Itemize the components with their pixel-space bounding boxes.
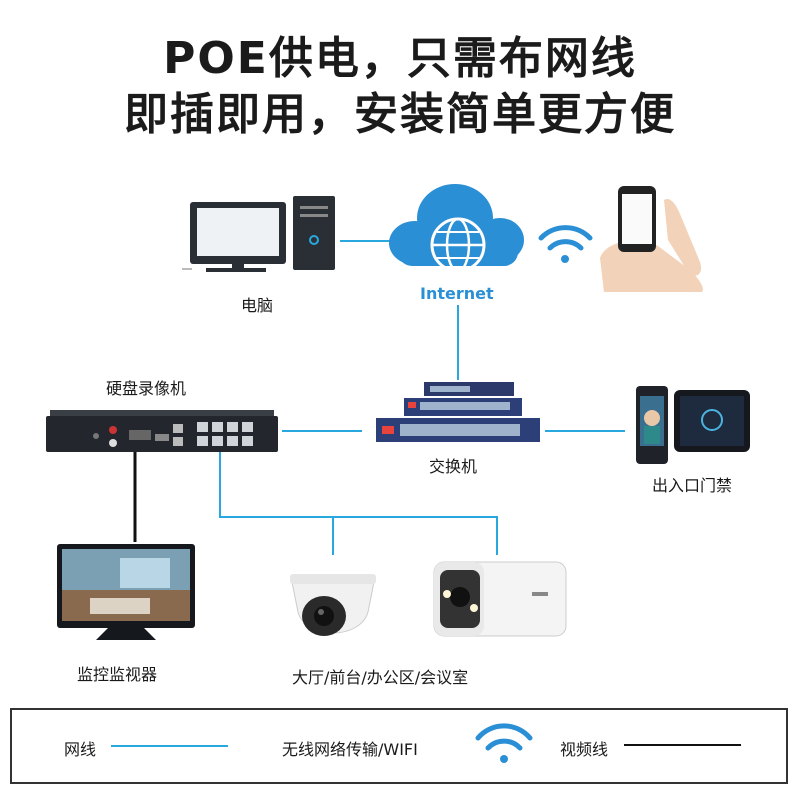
bullet-camera-icon: [434, 562, 566, 636]
legend-network-cable-label: 网线: [64, 736, 96, 760]
label-cameras: 大厅/前台/办公区/会议室: [292, 664, 468, 688]
nvr-recorder-icon: [46, 410, 278, 452]
label-nvr: 硬盘录像机: [106, 375, 186, 399]
label-switch: 交换机: [429, 453, 477, 477]
computer-icon: [182, 196, 335, 272]
label-monitor: 监控监视器: [77, 661, 157, 685]
smartphone-hand-icon: [600, 186, 703, 292]
internet-cloud-icon: [389, 184, 524, 271]
surveillance-monitor-icon: [57, 544, 195, 640]
legend-wireless-label: 无线网络传输/WIFI: [282, 736, 418, 760]
access-control-terminal-icon: [636, 386, 750, 464]
dome-camera-icon: [290, 574, 376, 636]
label-computer: 电脑: [241, 292, 273, 316]
legend-video-cable-label: 视频线: [560, 736, 608, 760]
legend-video-cable-line: [624, 744, 741, 746]
label-access-control: 出入口门禁: [652, 472, 732, 496]
legend-network-cable-line: [111, 745, 228, 747]
wifi-icon: [541, 228, 590, 263]
label-internet: Internet: [420, 284, 494, 303]
poe-switch-icon: [376, 382, 540, 442]
